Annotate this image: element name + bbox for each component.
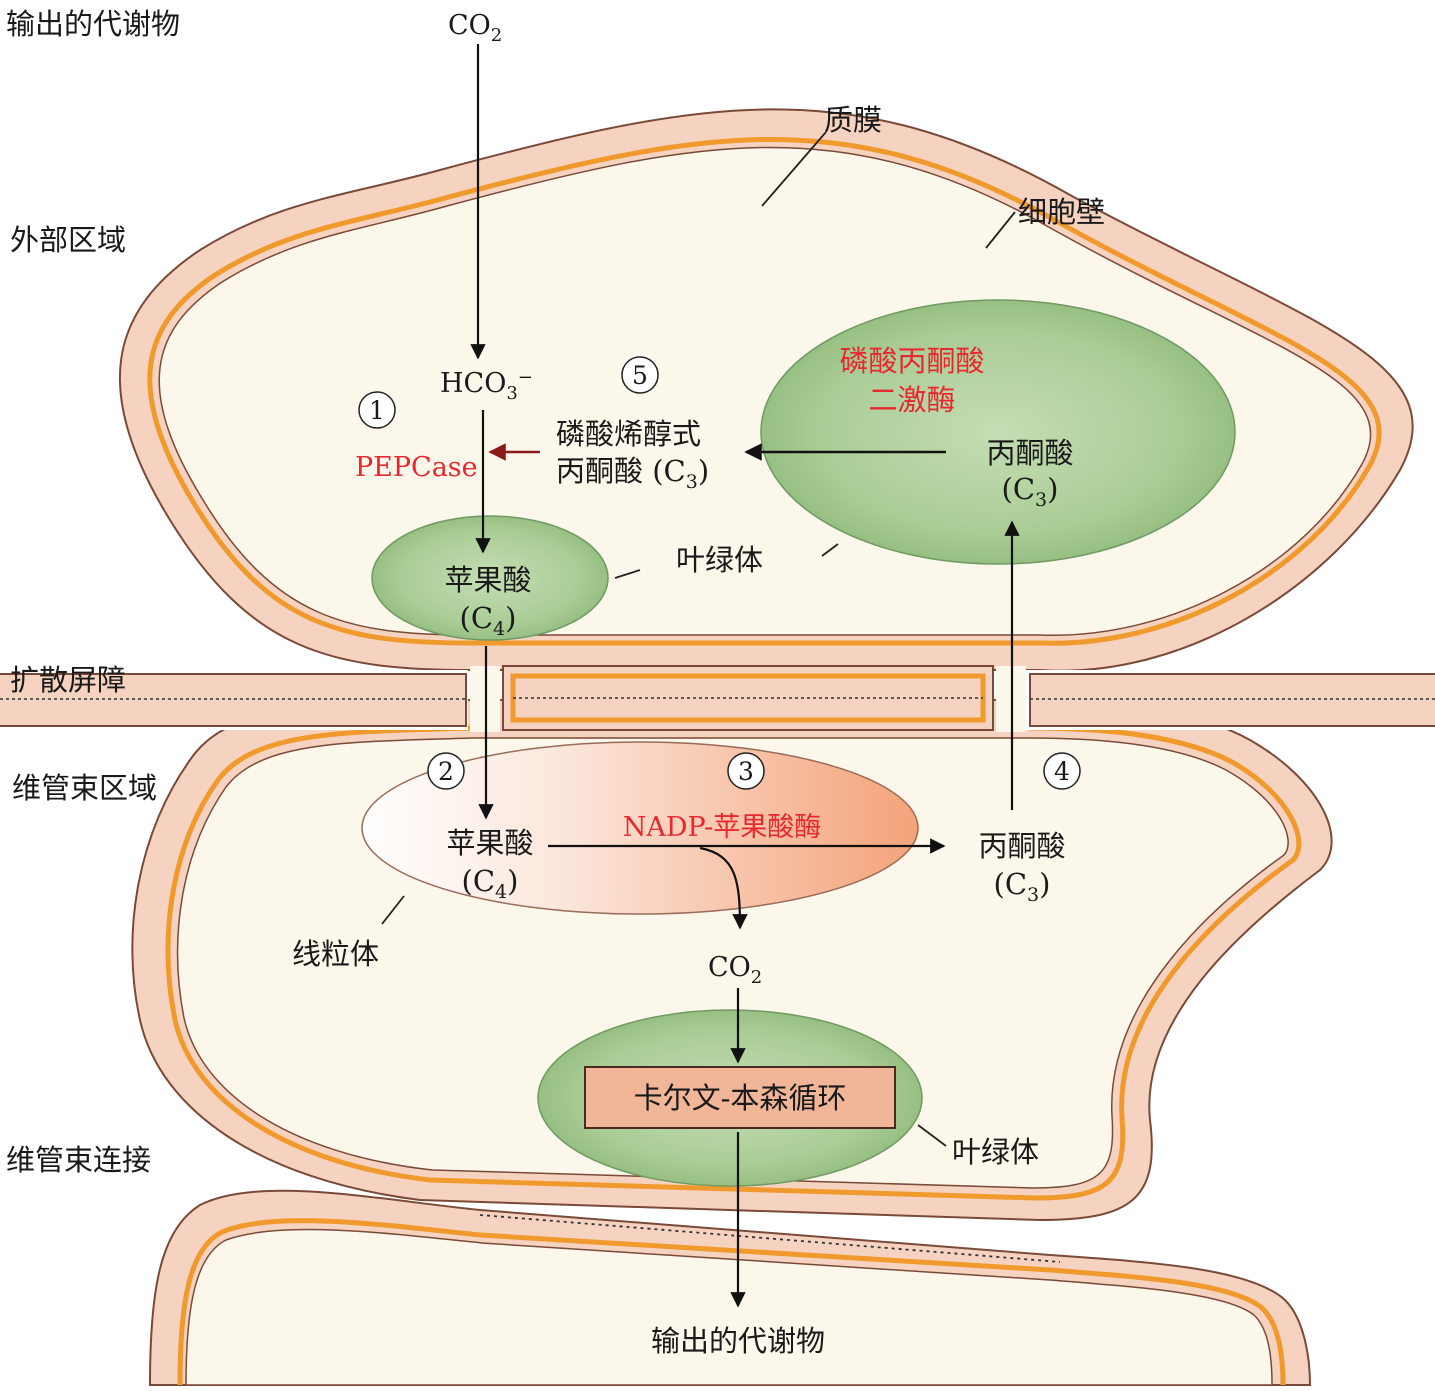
malate-lower-c4: (C4) <box>462 864 519 903</box>
label-chloroplast-upper: 叶绿体 <box>676 543 763 577</box>
pyruvate-lower-c3: (C3) <box>994 867 1051 906</box>
region-export-top: 输出的代谢物 <box>6 7 180 41</box>
barrier-left-stub <box>0 673 467 727</box>
calvin-cycle-box <box>584 1066 896 1129</box>
label-mitochondrion: 线粒体 <box>292 937 379 971</box>
label-cell-wall: 细胞壁 <box>1018 195 1105 229</box>
vascular-connection-line <box>479 1214 1061 1263</box>
malate-upper-c4: (C4) <box>460 601 517 640</box>
diffusion-barrier <box>0 665 1435 732</box>
step-markers: 1 2 3 4 5 <box>358 356 1081 790</box>
region-barrier: 扩散屏障 <box>10 663 126 697</box>
step-1: 1 <box>369 396 385 425</box>
ppdk-line1: 磷酸丙酮酸 <box>839 344 984 378</box>
pepcase-label: PEPCase <box>355 452 478 483</box>
leader-lines <box>381 131 1016 1147</box>
ppdk-line2: 二激酶 <box>868 383 955 417</box>
pyruvate-upper-c3: (C3) <box>1002 472 1059 511</box>
mesophyll-membrane <box>147 137 1382 646</box>
calvin-cycle-label: 卡尔文-本森循环 <box>634 1081 847 1115</box>
step-2: 2 <box>438 757 454 786</box>
region-vascular-connection: 维管束连接 <box>6 1143 151 1177</box>
arrow-release-co2 <box>699 846 748 930</box>
pyruvate-upper: 丙酮酸 <box>986 436 1073 470</box>
step-4: 4 <box>1054 757 1070 786</box>
step-3: 3 <box>738 757 754 786</box>
malate-lower: 苹果酸 <box>446 826 533 860</box>
pyruvate-lower: 丙酮酸 <box>978 829 1065 863</box>
chloroplast-upper-small <box>371 515 609 641</box>
arrows <box>470 44 1020 1308</box>
nadp-me-label: NADP-苹果酸酶 <box>623 812 822 843</box>
malate-upper: 苹果酸 <box>444 563 531 597</box>
mitochondrion <box>361 741 919 915</box>
region-bundle-sheath: 维管束区域 <box>12 771 157 805</box>
co2-top: CO2 <box>448 10 502 46</box>
step-5: 5 <box>632 361 648 390</box>
label-plasma-membrane: 质膜 <box>824 103 882 137</box>
pep-line1: 磷酸烯醇式 <box>556 417 701 451</box>
vascular-cell <box>148 1189 1312 1386</box>
region-outer: 外部区域 <box>10 223 126 257</box>
pep-line2: 丙酮酸 (C3) <box>556 454 709 493</box>
chloroplast-upper-large <box>760 299 1236 565</box>
label-export-bottom: 输出的代谢物 <box>651 1324 825 1358</box>
hco3: HCO3− <box>440 367 533 404</box>
bundle-sheath-membrane <box>165 725 1302 1201</box>
label-chloroplast-lower: 叶绿体 <box>952 1135 1039 1169</box>
vascular-cell-membrane <box>177 1218 1286 1386</box>
barrier-right-stub <box>1029 673 1435 727</box>
co2-lower: CO2 <box>708 952 762 988</box>
